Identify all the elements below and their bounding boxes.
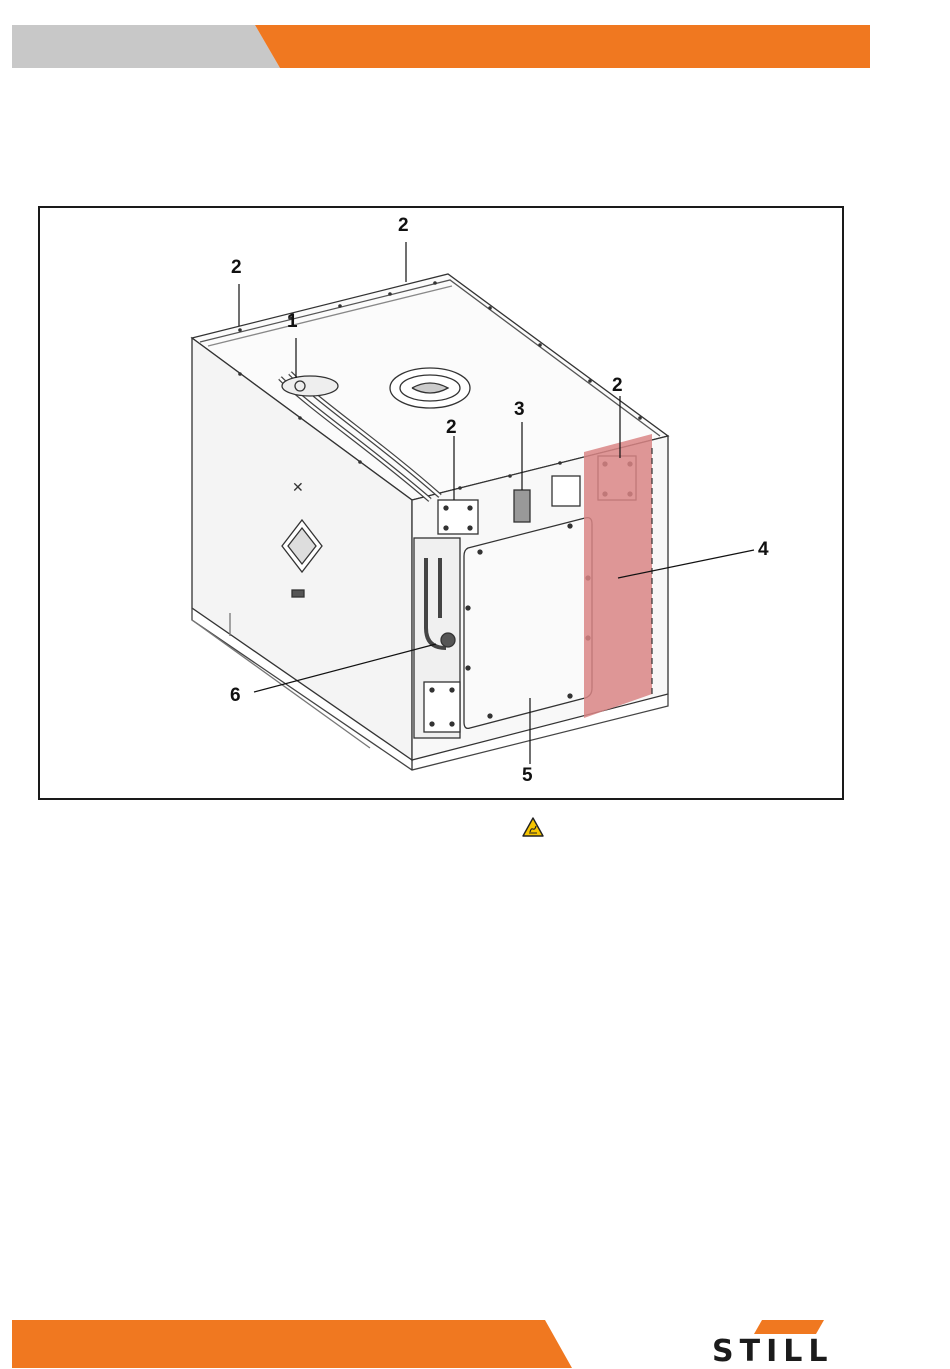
footer-band	[0, 1312, 600, 1368]
battery-figure: ✕	[38, 206, 844, 800]
callout-2: 2	[446, 418, 457, 437]
callout-2: 2	[231, 258, 242, 277]
header-grey-segment	[12, 25, 280, 68]
header-band	[0, 0, 950, 80]
connector-socket	[441, 633, 455, 647]
callout-2: 2	[612, 376, 623, 395]
callout-1: 1	[287, 312, 298, 331]
callout-6: 6	[230, 686, 241, 705]
highlight-zone	[584, 434, 652, 718]
battery-display	[514, 490, 530, 522]
battery-illustration: ✕	[40, 208, 846, 802]
hazard-warning-icon	[522, 817, 544, 837]
footer-orange-segment	[12, 1320, 572, 1368]
svg-text:✕: ✕	[292, 480, 304, 496]
charging-plug	[282, 376, 338, 396]
logo-wordmark: STILL	[712, 1338, 872, 1366]
access-panel	[464, 518, 592, 729]
callout-5: 5	[522, 766, 533, 785]
callout-4: 4	[758, 540, 769, 559]
header-orange-segment	[255, 25, 870, 68]
still-logo: STILL	[712, 1318, 872, 1366]
callout-2: 2	[398, 216, 409, 235]
callout-3: 3	[514, 400, 525, 419]
